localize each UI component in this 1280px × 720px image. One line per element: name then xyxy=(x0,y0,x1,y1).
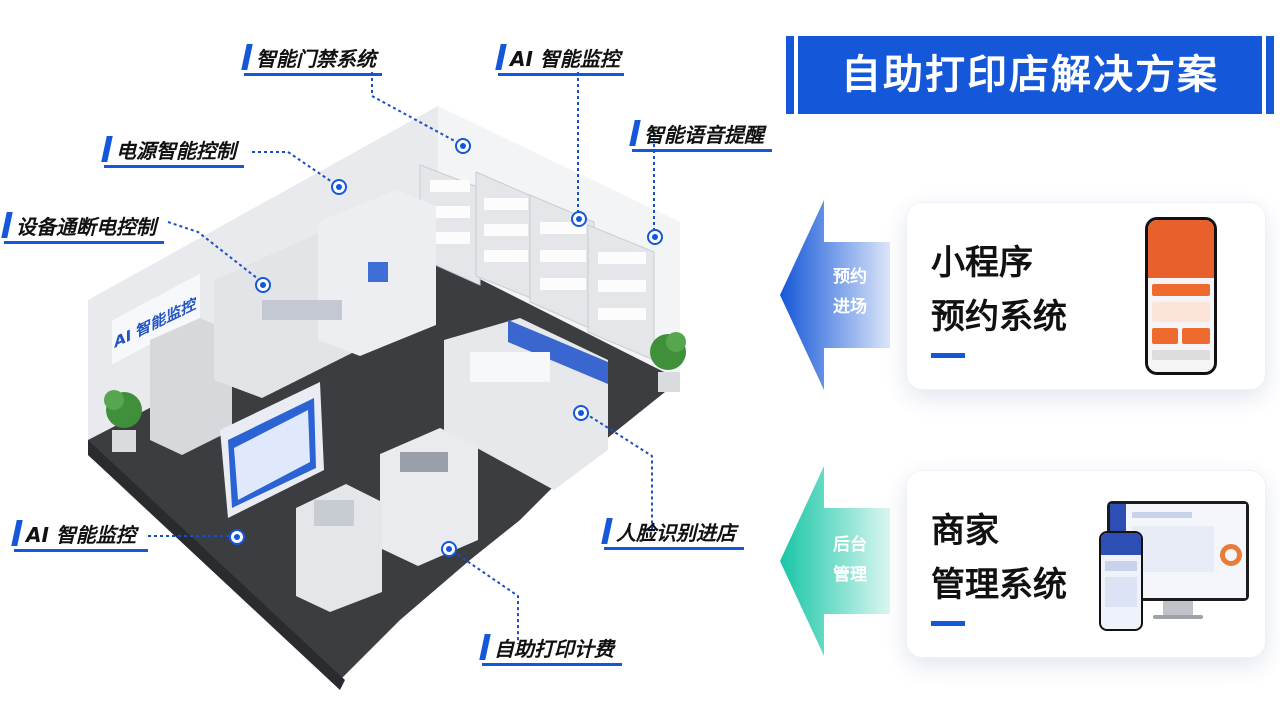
backend-arrow xyxy=(780,466,890,656)
reservation-title-1: 小程序 xyxy=(931,243,1033,283)
callout-dot-ai-bottom xyxy=(229,529,245,545)
page-title: 自助打印店解决方案 xyxy=(841,52,1219,98)
printers xyxy=(296,428,478,612)
reservation-arrow-text: 预约 进场 xyxy=(833,267,867,317)
label-access-control: 智能门禁系统 xyxy=(241,42,382,76)
cabinets xyxy=(150,190,436,455)
printer-island xyxy=(444,318,608,490)
label-face-recognition: 人脸识别进店 xyxy=(601,516,744,550)
wall-sign-bg xyxy=(112,273,200,365)
merchant-phone xyxy=(1099,531,1143,631)
label-voice-reminder: 智能语音提醒 xyxy=(629,118,772,152)
label-ai-monitor-bottom: AI 智能监控 xyxy=(11,518,148,552)
kiosk xyxy=(220,382,324,518)
title-banner: 自助打印店解决方案 xyxy=(786,36,1274,114)
callout-lines xyxy=(148,72,655,644)
label-ai-monitor-top: AI 智能监控 xyxy=(495,42,624,76)
reservation-card: 小程序 预约系统 xyxy=(906,202,1266,390)
backend-title-1: 商家 xyxy=(931,511,999,551)
reservation-title-2: 预约系统 xyxy=(931,297,1067,337)
callout-dot-power xyxy=(331,179,347,195)
callout-dot-face xyxy=(573,405,589,421)
plant-left xyxy=(104,390,142,452)
backend-arrow-text: 后台 管理 xyxy=(833,535,867,585)
callout-dot-ai-top xyxy=(571,211,587,227)
callout-dot-access xyxy=(455,138,471,154)
label-device-power: 设备通断电控制 xyxy=(1,210,164,244)
plant-right xyxy=(650,332,686,392)
mini-program-phone xyxy=(1145,217,1217,375)
label-power-control: 电源智能控制 xyxy=(101,134,244,168)
callout-dot-device xyxy=(255,277,271,293)
backend-title-2: 管理系统 xyxy=(931,565,1067,605)
backend-card: 商家 管理系统 xyxy=(906,470,1266,658)
label-self-print-billing: 自助打印计费 xyxy=(479,632,622,666)
reservation-arrow xyxy=(780,200,890,390)
callout-dot-voice xyxy=(647,229,663,245)
callout-dot-billing xyxy=(441,541,457,557)
